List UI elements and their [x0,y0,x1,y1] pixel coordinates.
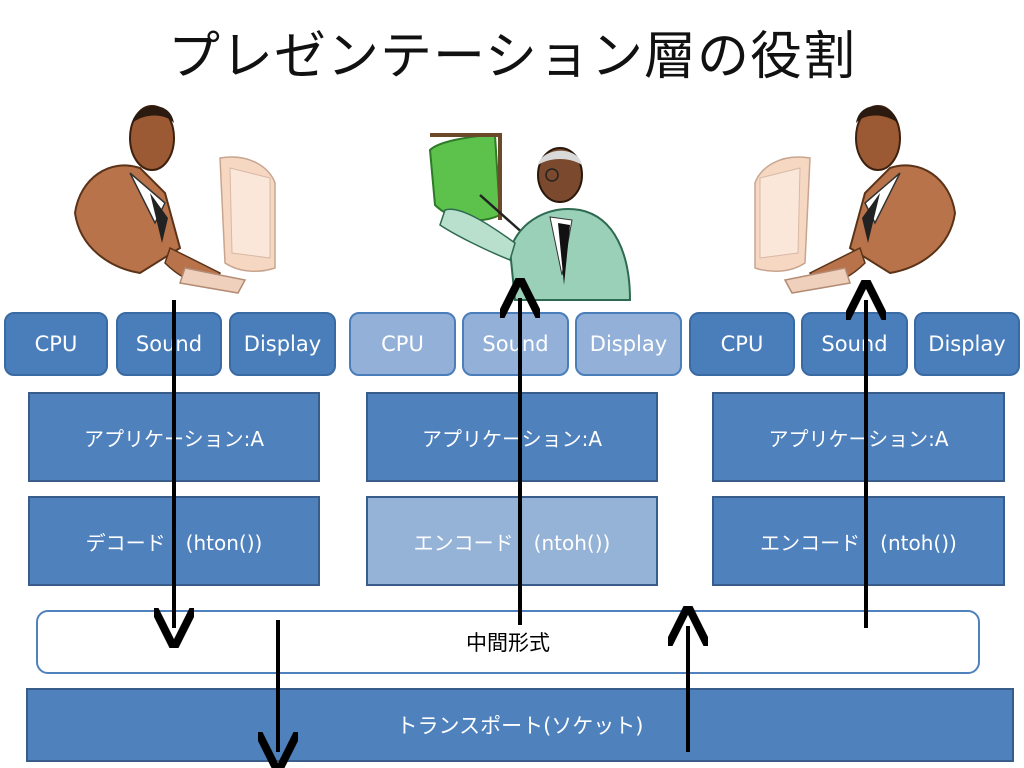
center-encode-block: エンコード (ntoh()) [366,496,658,586]
center-cpu-block: CPU [349,312,456,376]
slide-title: プレゼンテーション層の役割 [168,27,856,87]
right-cpu-block: CPU [689,312,795,376]
right-encode-block: エンコード (ntoh()) [712,496,1005,586]
person-at-computer-right-illustration [754,105,957,294]
right-display-block: Display [914,312,1020,376]
center-application-block: アプリケーション:A [366,392,658,482]
person-at-computer-left-illustration [73,105,276,294]
presenter-with-board-illustration [428,133,632,301]
right-sound-block: Sound [801,312,908,376]
center-display-block: Display [575,312,682,376]
left-sound-block: Sound [116,312,222,376]
transport-socket-bar: トランスポート(ソケット) [26,688,1014,762]
right-application-block: アプリケーション:A [712,392,1005,482]
left-display-block: Display [229,312,336,376]
left-cpu-block: CPU [4,312,108,376]
